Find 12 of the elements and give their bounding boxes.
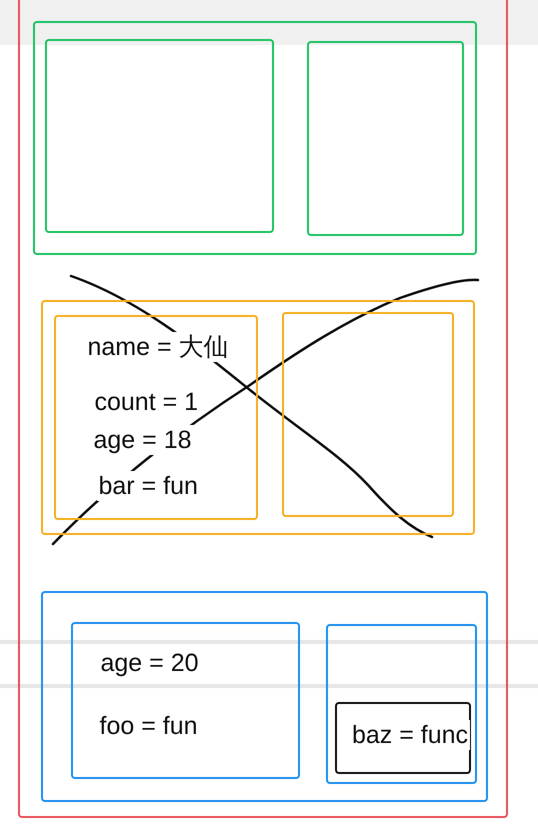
container-box xyxy=(40,300,474,534)
variable-text: age = 18 xyxy=(92,424,194,454)
container-box xyxy=(54,315,258,520)
container-box xyxy=(45,39,274,233)
container-box xyxy=(32,20,476,254)
container-box xyxy=(326,624,477,784)
container-box xyxy=(40,590,488,802)
container-box xyxy=(18,0,508,818)
container-box xyxy=(282,312,454,517)
container-box xyxy=(307,41,464,236)
container-box xyxy=(71,622,300,779)
text-box xyxy=(334,702,470,774)
